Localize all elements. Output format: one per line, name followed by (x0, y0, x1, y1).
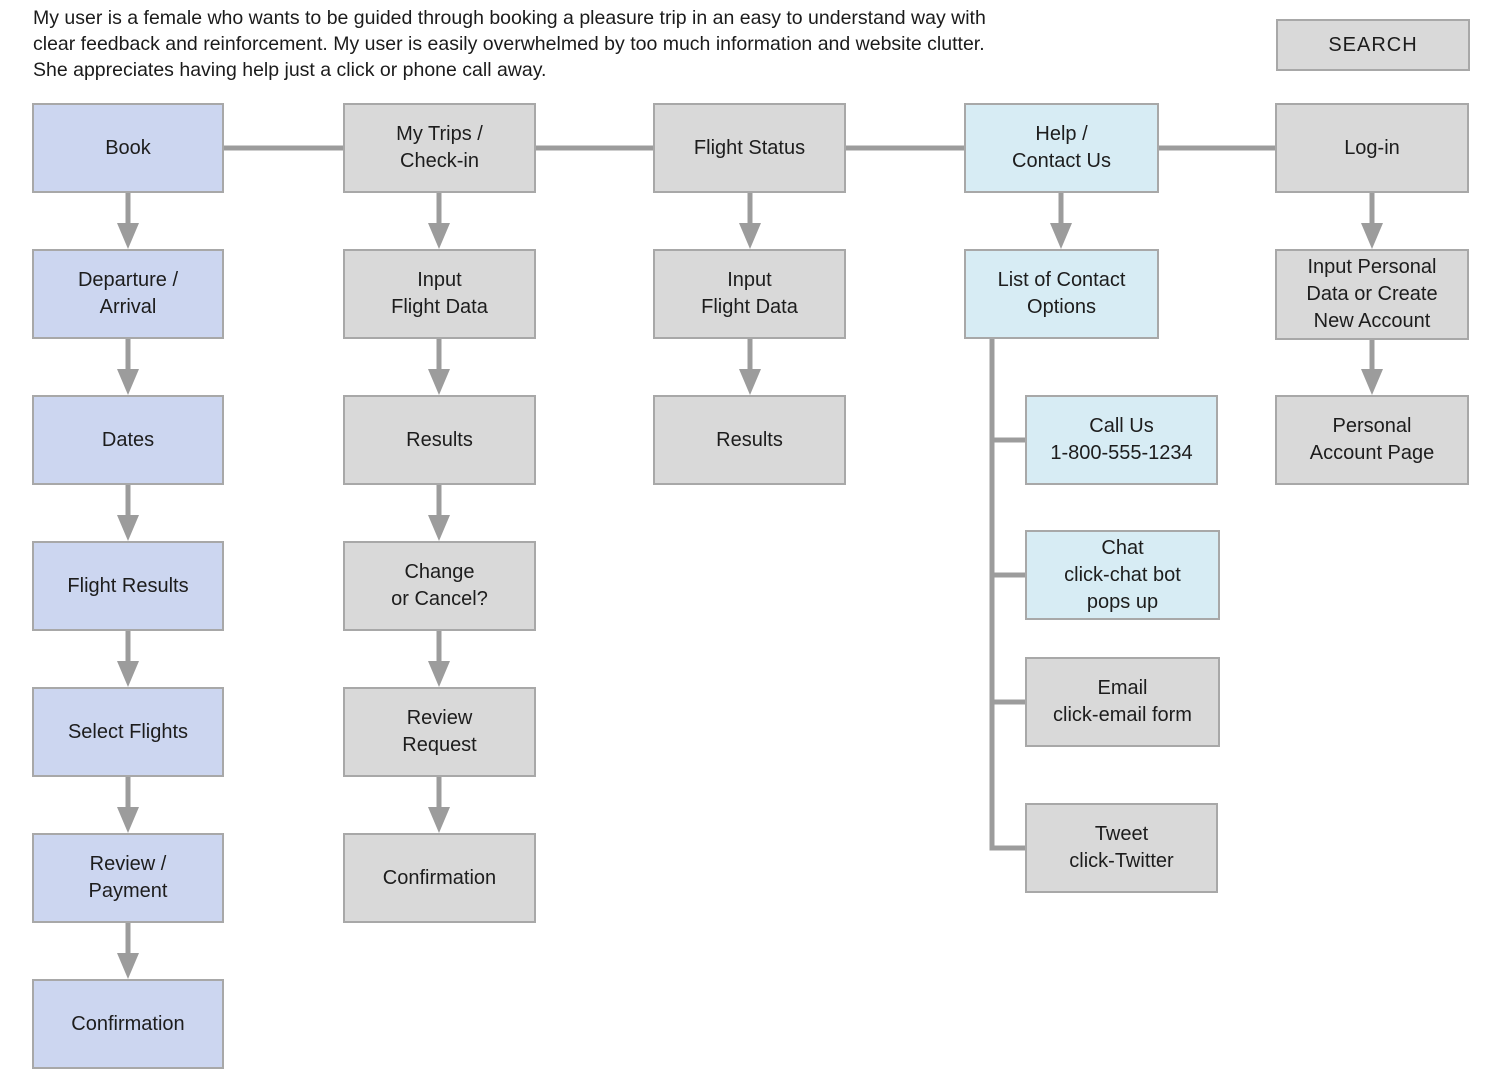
node-my-trips-checkin[interactable]: My Trips / Check-in (343, 103, 536, 193)
node-flight-results[interactable]: Flight Results (32, 541, 224, 631)
node-input-flight-data-status[interactable]: Input Flight Data (653, 249, 846, 339)
arrow-results-changecancel (428, 485, 450, 541)
node-email[interactable]: Email click-email form (1025, 657, 1220, 747)
persona-note: My user is a female who wants to be guid… (33, 7, 986, 81)
arrow-inputpersonal-account (1361, 340, 1383, 395)
arrow-inputdata-results (428, 339, 450, 395)
arrow-book-departure (117, 193, 139, 249)
node-tweet[interactable]: Tweet click-Twitter (1025, 803, 1218, 893)
node-confirmation-trips[interactable]: Confirmation (343, 833, 536, 923)
arrow-flightstatus-inputdata (739, 193, 761, 249)
arrow-flightresults-select (117, 631, 139, 687)
arrow-mytrips-inputdata (428, 193, 450, 249)
node-input-personal-data[interactable]: Input Personal Data or Create New Accoun… (1275, 249, 1469, 340)
node-review-payment[interactable]: Review / Payment (32, 833, 224, 923)
node-input-flight-data-trips[interactable]: Input Flight Data (343, 249, 536, 339)
node-help-contact-us[interactable]: Help / Contact Us (964, 103, 1159, 193)
node-select-flights[interactable]: Select Flights (32, 687, 224, 777)
arrow-login-inputpersonal (1361, 193, 1383, 249)
node-chat[interactable]: Chat click-chat bot pops up (1025, 530, 1220, 620)
arrow-changecancel-reviewrequest (428, 631, 450, 687)
node-list-of-contact-options[interactable]: List of Contact Options (964, 249, 1159, 339)
node-results-trips[interactable]: Results (343, 395, 536, 485)
arrow-departure-dates (117, 339, 139, 395)
arrow-reviewrequest-confirmation (428, 777, 450, 833)
node-results-status[interactable]: Results (653, 395, 846, 485)
node-departure-arrival[interactable]: Departure / Arrival (32, 249, 224, 339)
arrow-select-review (117, 777, 139, 833)
arrow-help-contactoptions (1050, 193, 1072, 249)
node-review-request[interactable]: Review Request (343, 687, 536, 777)
node-personal-account-page[interactable]: Personal Account Page (1275, 395, 1469, 485)
contact-options-branch (989, 339, 1025, 851)
node-call-us[interactable]: Call Us 1-800-555-1234 (1025, 395, 1218, 485)
arrow-dates-flightresults (117, 485, 139, 541)
node-dates[interactable]: Dates (32, 395, 224, 485)
node-change-or-cancel[interactable]: Change or Cancel? (343, 541, 536, 631)
arrow-review-confirmation (117, 923, 139, 979)
node-confirmation-book[interactable]: Confirmation (32, 979, 224, 1069)
node-book[interactable]: Book (32, 103, 224, 193)
search-button[interactable]: SEARCH (1276, 19, 1470, 71)
node-flight-status[interactable]: Flight Status (653, 103, 846, 193)
node-login[interactable]: Log-in (1275, 103, 1469, 193)
arrow-inputdata-results-status (739, 339, 761, 395)
